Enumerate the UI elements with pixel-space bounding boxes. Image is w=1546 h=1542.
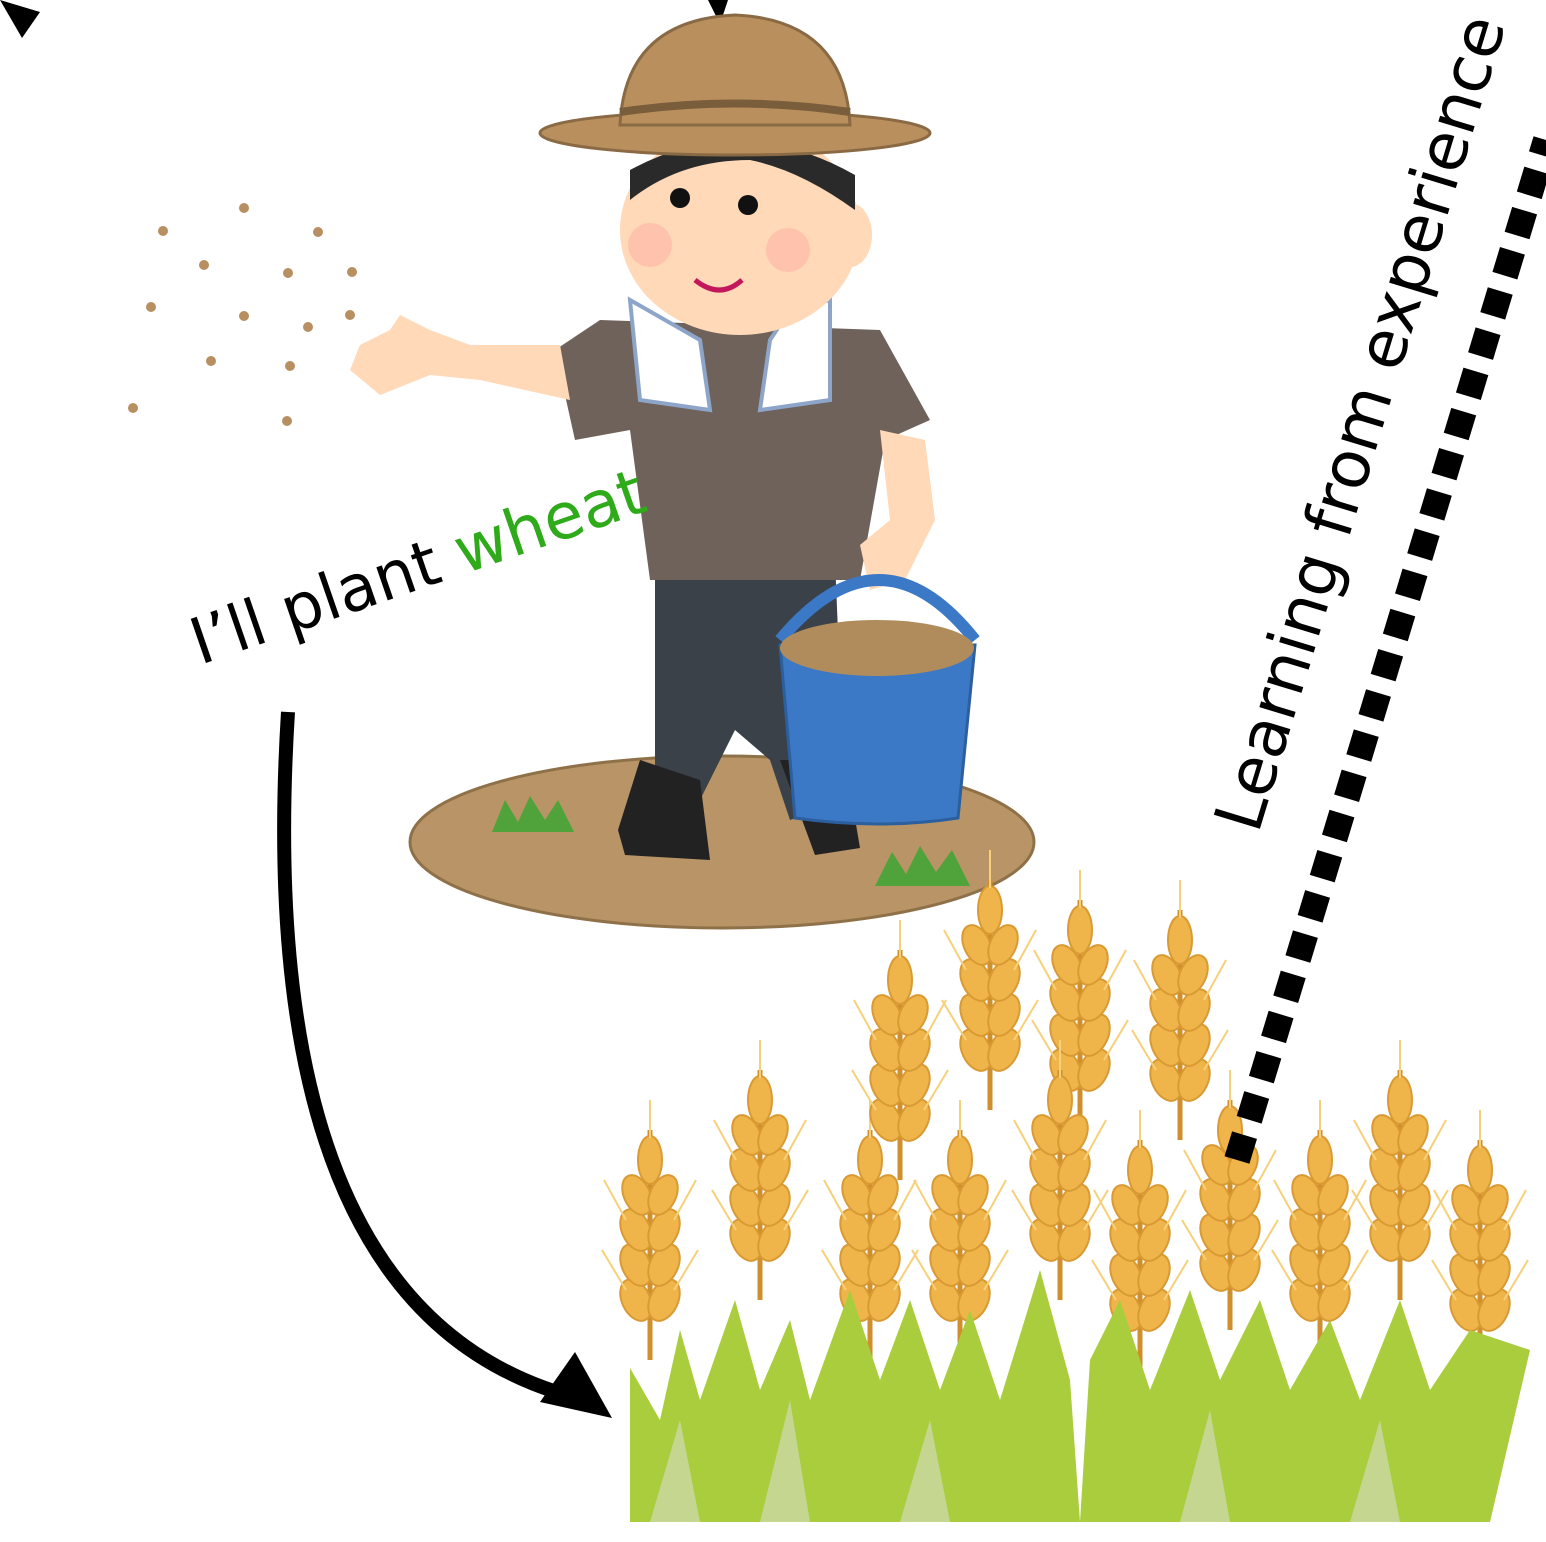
- plan-label-highlight: wheat: [445, 455, 655, 589]
- plan-label-prefix: I’ll plant: [181, 519, 469, 680]
- wheat-field-icon: [602, 850, 1530, 1522]
- plan-label: I’ll plant wheat: [181, 455, 655, 680]
- top-left-arrow: [0, 0, 40, 38]
- seed-scatter-icon: [128, 203, 357, 426]
- farmer-sowing-seeds-icon: [350, 15, 1034, 928]
